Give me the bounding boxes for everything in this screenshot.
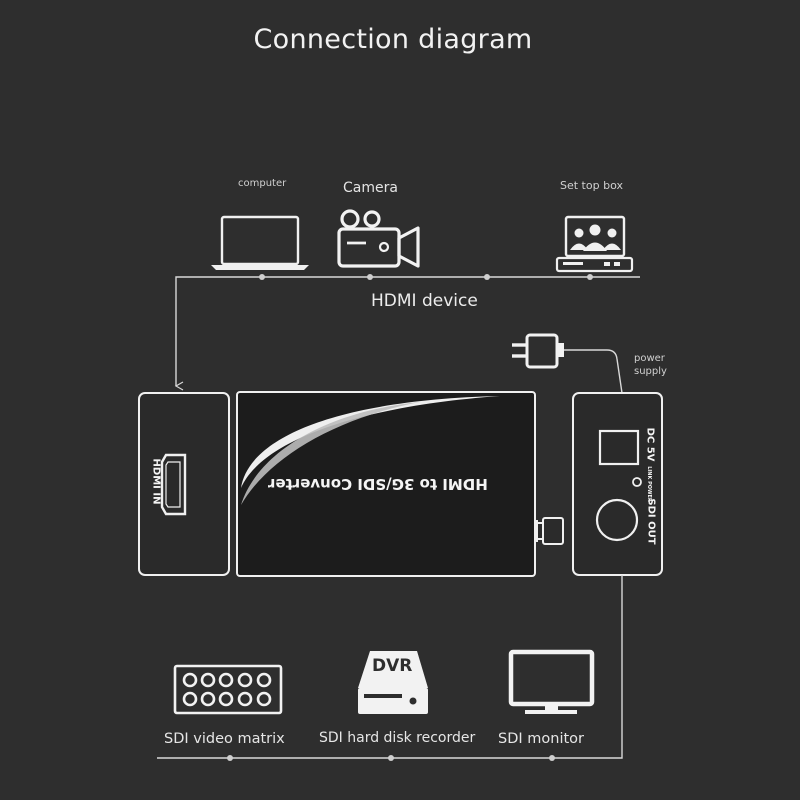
power-cable [564,349,623,394]
computer-label: computer [238,178,287,189]
set-top-box-icon [555,215,634,273]
sdi-bus-connector [157,575,623,759]
bus-junction-dots [259,274,593,280]
sdi-out-label: SDI OUT [645,498,657,545]
bnc-connector-icon [534,517,564,545]
sdi-bus-junction-dots [227,755,555,761]
dvr-text: DVR [372,656,413,676]
sdi-video-matrix-icon [173,664,283,715]
sdi-video-matrix-label: SDI video matrix [164,731,285,747]
sdi-monitor-icon [508,649,595,714]
power-label-line1: power [634,353,665,364]
hdmi-in-label: HDMI IN [150,458,162,505]
power-label-line2: supply [634,366,667,377]
camera-label: Camera [343,180,398,196]
hdmi-input-panel [138,392,230,576]
camera-icon [337,209,420,268]
sdi-hard-disk-recorder-label: SDI hard disk recorder [319,730,476,746]
power-adapter-icon [512,333,564,369]
laptop-icon [211,215,309,270]
converter-title: HDMI to 3G/SDI Converter [268,475,488,493]
diagram-title: Connection diagram [253,24,533,55]
converter-body [236,391,536,577]
dvr-recorder-icon [358,651,428,714]
sdi-output-panel [572,392,663,576]
sdi-monitor-label: SDI monitor [498,731,584,747]
set-top-box-label: Set top box [560,179,623,192]
dc-5v-label: DC 5V [644,427,656,462]
hdmi-device-label: HDMI device [371,291,478,311]
